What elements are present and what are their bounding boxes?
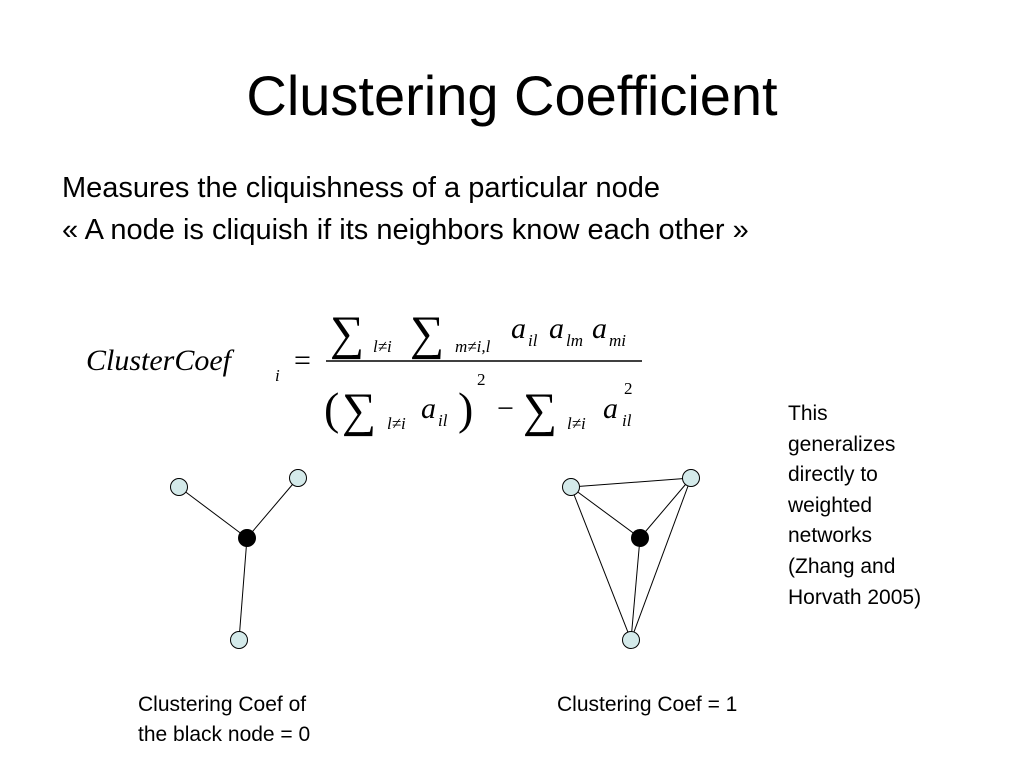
side-note-line-6: (Zhang and [788, 554, 896, 578]
star-neighbor-node-1 [170, 478, 188, 496]
star-neighbor-node-2 [289, 469, 307, 487]
description-line-2: « A node is cliquish if its neighbors kn… [62, 214, 749, 246]
clique-center-node [631, 529, 649, 547]
star-graph [170, 469, 307, 649]
den-minus: − [497, 392, 514, 425]
clique-edge-1 [570, 477, 692, 488]
num-a-2-sub: lm [566, 331, 583, 350]
right-caption: Clustering Coef = 1 [557, 693, 738, 716]
den-a-1-sub: il [438, 411, 448, 430]
den-exp: 2 [477, 370, 486, 389]
num-sum-1-sub: l≠i [373, 337, 392, 356]
clique-neighbor-node-3 [622, 631, 640, 649]
num-a-1: a [511, 312, 526, 345]
num-a-2: a [549, 312, 564, 345]
side-note-line-4: weighted [788, 493, 873, 517]
slide-title: Clustering Coefficient [246, 64, 778, 127]
side-note-line-3: directly to [788, 463, 878, 487]
den-a-2: a [603, 392, 618, 425]
den-sum-1-sub: l≠i [387, 414, 406, 433]
den-sum-2: ∑ [523, 384, 557, 437]
num-sum-1: ∑ [330, 307, 364, 360]
den-sum-1: ∑ [342, 384, 376, 437]
star-edge-1 [178, 486, 248, 539]
side-note-line-2: generalizes [788, 432, 896, 456]
side-note-line-5: networks [788, 524, 873, 548]
left-caption-line-1: Clustering Coef of [138, 693, 307, 716]
clique-edge-2 [570, 486, 632, 641]
den-a-2-sub: il [622, 411, 632, 430]
den-a-1: a [421, 392, 436, 425]
clique-neighbor-node-2 [682, 469, 700, 487]
den-close-paren: ) [458, 383, 473, 434]
left-caption: Clustering Coef of the black node = 0 [138, 690, 310, 750]
clique-edge-6 [630, 537, 641, 641]
side-note: This generalizes directly to weighted ne… [788, 399, 988, 613]
den-sum-2-sub: l≠i [567, 414, 586, 433]
clique-edge-5 [639, 477, 692, 539]
side-note-line-1: This [788, 402, 828, 425]
side-note-line-7: Horvath 2005) [788, 585, 922, 609]
clique-graph [562, 469, 700, 649]
formula-equals: = [294, 344, 311, 377]
star-edge-3 [238, 537, 248, 641]
den-open-paren: ( [324, 383, 339, 434]
star-neighbor-node-3 [230, 631, 248, 649]
num-sum-2: ∑ [410, 307, 444, 360]
star-center-node [238, 529, 256, 547]
num-sum-2-sub: m≠i,l [455, 337, 491, 356]
description-line-1: Measures the cliquishness of a particula… [62, 172, 661, 204]
formula-lhs: ClusterCoef [86, 344, 235, 377]
star-edge-2 [246, 477, 299, 539]
num-a-1-sub: il [528, 331, 538, 350]
formula-lhs-sub: i [275, 366, 280, 385]
clique-edge-3 [630, 477, 692, 641]
clique-neighbor-node-1 [562, 478, 580, 496]
den-a-2-exp: 2 [624, 379, 633, 398]
num-a-3-sub: mi [609, 331, 626, 350]
num-a-3: a [592, 312, 607, 345]
clique-edge-4 [570, 486, 641, 539]
left-caption-line-2: the black node = 0 [138, 723, 311, 746]
